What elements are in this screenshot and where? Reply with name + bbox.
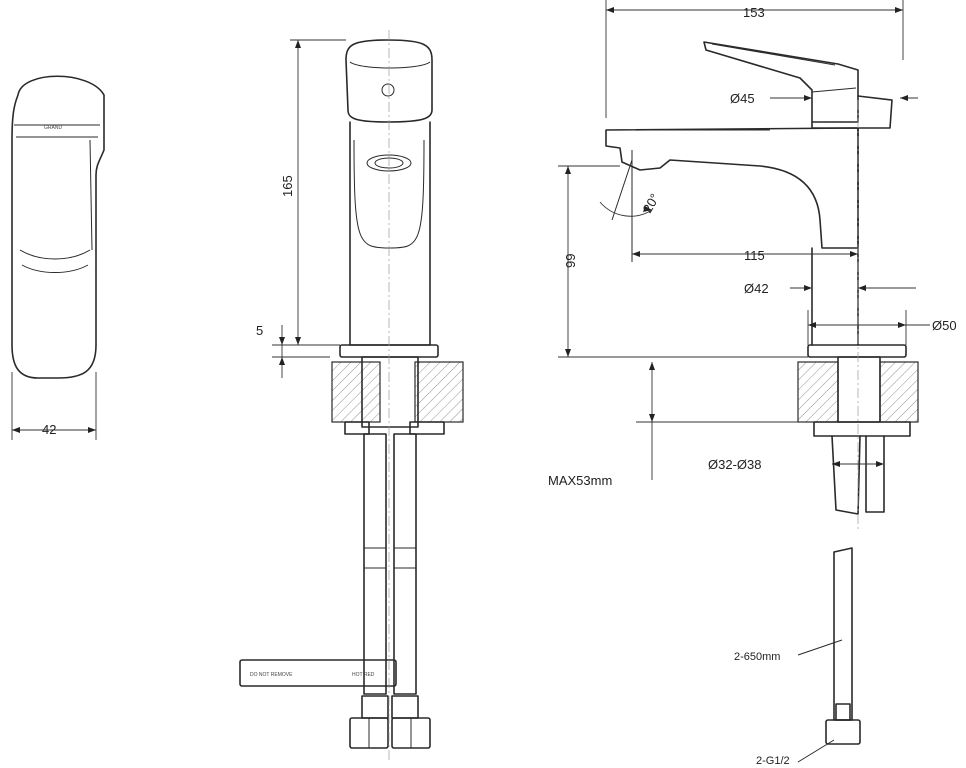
dim-spout-height: 99 [563,254,578,268]
tag-text-right: HOT RED [352,672,375,678]
thread-label: 2-G1/2 [756,755,790,767]
dim-base-thickness: 5 [256,323,263,338]
dim-spout-angle: 20° [640,191,663,216]
dim-body-diameter: Ø42 [744,281,769,296]
side-view: GRAND 42 [11,75,105,440]
dim-handle-diameter: Ø45 [730,91,755,106]
dim-side-width: 42 [42,422,56,437]
profile-view: 153 Ø45 20° 99 115 Ø42 [548,0,957,767]
tag-text-left: DO NOT REMOVE [250,672,293,678]
dim-overall-length: 153 [743,5,765,20]
dim-max-deck: MAX53mm [548,473,612,488]
dim-base-diameter: Ø50 [932,318,957,333]
dim-height-total: 165 [280,175,295,197]
hose-length-label: 2-650mm [734,651,780,663]
brand-logo: GRAND [44,125,62,131]
dim-spout-reach: 115 [744,248,765,263]
front-view: DO NOT REMOVE HOT RED 165 5 [239,30,464,760]
dim-hole-range: Ø32-Ø38 [708,457,761,472]
